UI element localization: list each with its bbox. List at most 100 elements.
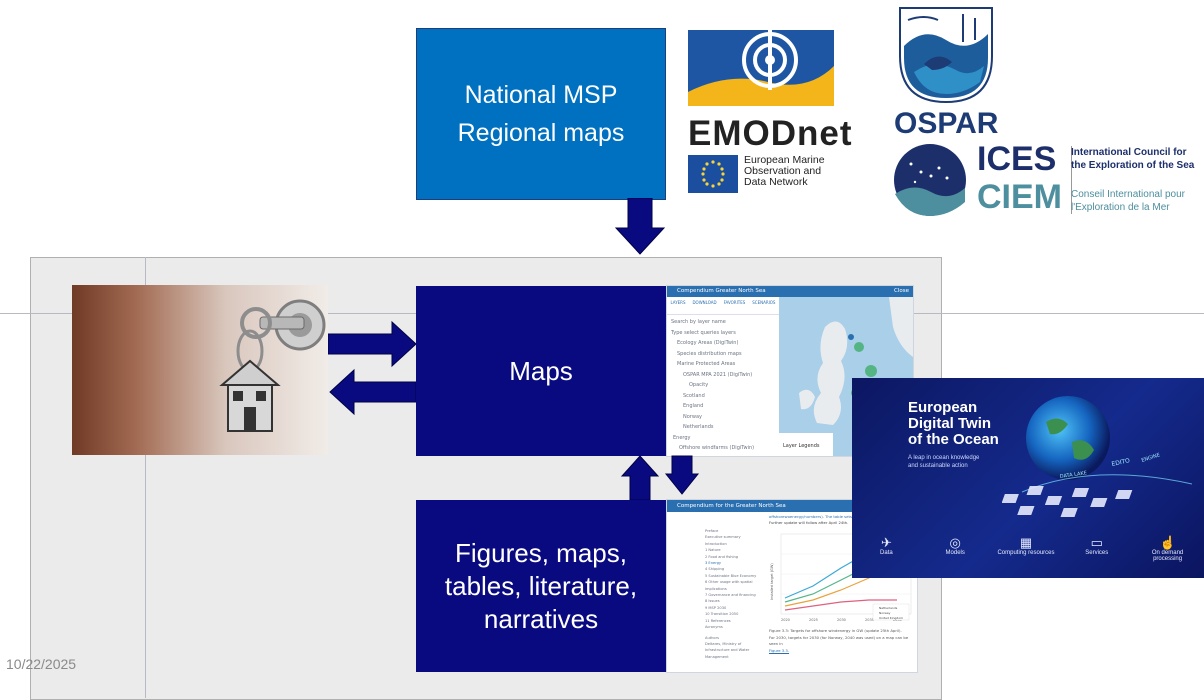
eu-flag-icon: [688, 155, 738, 193]
compendium-text-1: offshorewoenergy/numbers). The table set…: [769, 514, 852, 519]
dto-sub-1: A leap in ocean knowledge: [908, 455, 980, 461]
ices-en-2: the Exploration of the Sea: [1071, 160, 1195, 171]
slide-date: 10/22/2025: [6, 656, 77, 672]
toc-item[interactable]: 9 MSP 2030: [705, 605, 727, 610]
compendium-toc: Preface Executive summary Introduction 1…: [705, 528, 765, 660]
dto-arc-2: DATA LAKE: [1059, 470, 1087, 480]
earth-globe-icon: EDITO DATA LAKE ENGINE: [1002, 396, 1193, 517]
dto-icon-processing: ☝ On demand processing: [1138, 535, 1198, 563]
layer-item[interactable]: Ecology Areas (DigiTwin): [677, 340, 739, 346]
emodnet-emblem-icon: [688, 30, 834, 106]
ices-fr-1: Conseil International pour: [1071, 189, 1185, 200]
toc-item[interactable]: 4 Shipping: [705, 567, 725, 572]
ospar-name: OSPAR: [894, 107, 999, 140]
layer-item[interactable]: Netherlands: [683, 424, 714, 430]
figures-line-1: Figures, maps,: [455, 537, 627, 568]
layer-item[interactable]: Energy: [673, 434, 691, 441]
code-window-icon: ▭: [1090, 535, 1103, 550]
toc-item[interactable]: Authors: [705, 635, 719, 640]
map-tab-download[interactable]: DOWNLOAD: [692, 300, 717, 305]
map-filter-hint[interactable]: Type select queries layers: [671, 329, 736, 336]
ices-en-1: International Council for: [1071, 147, 1187, 158]
figures-box: Figures, maps, tables, literature, narra…: [416, 500, 666, 672]
ices-name: ICES: [977, 140, 1057, 178]
layer-item[interactable]: England: [683, 403, 704, 409]
dto-icon-models: ◎ Models: [927, 536, 983, 562]
ospar-logo: OSPAR: [894, 6, 999, 140]
national-msp-box: National MSP Regional maps: [416, 28, 666, 200]
toc-item[interactable]: implications: [705, 586, 727, 591]
chart-year-label: 2025: [809, 618, 818, 622]
toc-item[interactable]: 8 Issues: [705, 599, 720, 604]
toc-item[interactable]: 7 Governance and financing: [705, 593, 756, 598]
toc-item[interactable]: Infrastructure and Water: [705, 648, 750, 653]
dto-icon-services: ▭ Services: [1069, 536, 1125, 562]
ospar-emblem-icon: [899, 7, 993, 104]
globe-model-icon: ◎: [949, 535, 961, 550]
figures-line-3: narratives: [483, 603, 599, 634]
compendium-caption: Figure 3.3: Targets for offshore windene…: [769, 628, 902, 633]
map-search-hint[interactable]: Search by layer name: [671, 319, 726, 325]
emodnet-sub-3: Data Network: [744, 176, 808, 188]
compendium-link[interactable]: Figure 3.3.: [769, 647, 790, 653]
dto-arc-1: EDITO: [1111, 457, 1131, 468]
compendium-paragraph: For 2030, targets for 2030 (for Norway, …: [769, 634, 909, 647]
chart-year-label: 2030: [837, 618, 846, 622]
ices-emblem-icon: [894, 144, 966, 216]
toc-item[interactable]: 5 Sustainable Blue Economy: [705, 573, 757, 578]
toc-item[interactable]: Introduction: [705, 541, 727, 546]
emodnet-logo: EMODnet European Marine Observation and …: [688, 30, 853, 193]
key-lock-photo: [72, 285, 328, 455]
toc-item[interactable]: Preface: [705, 529, 719, 533]
vertical-exchange-arrows-icon: [620, 455, 700, 501]
dto-arc-3: ENGINE: [1141, 452, 1161, 464]
layer-item[interactable]: OSPAR MPA 2021 (DigiTwin): [683, 371, 753, 378]
emodnet-name: EMODnet: [688, 114, 853, 153]
server-icon: ▦: [1019, 535, 1033, 550]
toc-item[interactable]: 6 Other usage with spatial: [705, 580, 753, 585]
map-viewer-title: Compendium Greater North Sea: [677, 288, 766, 294]
toc-item[interactable]: 11 References: [705, 618, 731, 623]
grid-line: [145, 257, 146, 698]
msp-line-2: Regional maps: [457, 119, 625, 147]
toc-item[interactable]: Deltares, Ministry of: [705, 641, 742, 646]
maps-label: Maps: [509, 355, 573, 386]
map-tab-layers[interactable]: LAYERS: [670, 300, 686, 305]
exchange-arrows-icon: [328, 320, 417, 416]
chart-legend-item: Netherlands: [879, 606, 898, 610]
layer-item[interactable]: Scotland: [683, 392, 705, 399]
toc-item[interactable]: 1 Nature: [705, 548, 721, 553]
dto-banner: European Digital Twin of the Ocean A lea…: [852, 378, 1204, 578]
touch-icon: ☝: [1159, 535, 1176, 550]
emodnet-sub-1: European Marine: [744, 154, 825, 166]
dto-title-3: of the Ocean: [908, 431, 999, 448]
ices-fr-2: l'Exploration de la Mer: [1071, 202, 1170, 213]
toc-item[interactable]: 2 Food and fishing: [705, 554, 739, 559]
toc-item[interactable]: 10 Transition 2050: [705, 612, 739, 617]
house-key-icon: [219, 299, 326, 432]
layer-item[interactable]: Norway: [683, 413, 702, 420]
toc-item[interactable]: Management: [705, 654, 729, 659]
layer-item[interactable]: Offshore windfarms (DigiTwin): [679, 445, 755, 451]
chart-legend-item: United Kingdom: [879, 616, 903, 620]
emodnet-sub-2: Observation and: [744, 165, 822, 177]
map-tab-favorites[interactable]: FAVORITES: [723, 300, 746, 305]
dto-title-1: European: [908, 399, 978, 416]
dto-icon-data: ✈ Data: [858, 536, 914, 562]
layer-item[interactable]: Species distribution maps: [677, 350, 742, 357]
map-tab-scenarios[interactable]: SCENARIOS: [752, 300, 776, 305]
ciem-name: CIEM: [977, 178, 1062, 216]
layer-opacity[interactable]: Opacity: [689, 382, 709, 388]
toc-item[interactable]: Acronyms: [705, 625, 723, 630]
layer-item[interactable]: Marine Protected Areas: [677, 361, 736, 367]
msp-line-1: National MSP: [464, 81, 618, 109]
compendium-text-2: Further update will follow after April 2…: [769, 520, 849, 525]
figures-line-2: tables, literature,: [444, 570, 638, 601]
toc-item[interactable]: Executive summary: [705, 535, 741, 540]
map-viewer-close: Close: [894, 288, 909, 294]
toc-item[interactable]: 3 Energy: [705, 561, 722, 566]
chart-legend-item: Norway: [879, 611, 891, 615]
chart-y-label: Installed target (GW): [770, 563, 774, 600]
ices-divider: [1071, 146, 1072, 214]
map-legend-label: Layer Legends: [783, 443, 820, 449]
